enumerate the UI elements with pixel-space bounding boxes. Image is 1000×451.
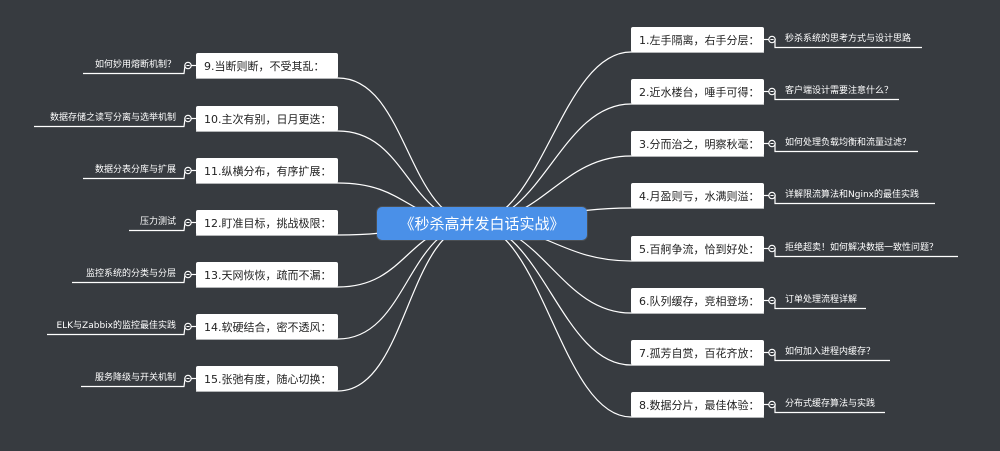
branch-node-11[interactable]: 11.纵横分布，有序扩展： xyxy=(196,158,338,183)
branch-node-5[interactable]: 5.百舸争流，恰到好处： xyxy=(631,236,764,261)
leaf-item-l14[interactable]: ELK与Zabbix的监控最佳实践 xyxy=(56,320,176,331)
leaf-item-r2[interactable]: 客户端设计需要注意什么？ xyxy=(785,85,894,96)
leaf-line-r5 xyxy=(774,248,958,258)
leaf-line-r3 xyxy=(774,143,918,153)
leaf-line-l12 xyxy=(129,222,186,232)
leaf-line-l15 xyxy=(81,378,186,388)
leaf-line-r4 xyxy=(774,195,935,205)
leaf-item-r1[interactable]: 秒杀系统的思考方式与设计思路 xyxy=(785,33,912,44)
branch-line-r7 xyxy=(471,222,632,366)
branch-node-9[interactable]: 9.当断则断，不受其乱： xyxy=(196,53,338,78)
branch-line-l14 xyxy=(337,222,478,340)
branch-node-13[interactable]: 13.天网恢恢，疏而不漏： xyxy=(196,262,338,287)
branch-line-r8 xyxy=(471,222,632,418)
leaf-item-r5[interactable]: 拒绝超卖！如何解决数据一致性问题？ xyxy=(785,242,939,253)
leaf-item-l9[interactable]: 如何妙用熔断机制？ xyxy=(94,59,176,70)
leaf-item-l12[interactable]: 压力测试 xyxy=(139,216,176,227)
leaf-line-r2 xyxy=(774,91,899,101)
branch-node-8[interactable]: 8.数据分片，最佳体验： xyxy=(631,392,764,417)
branch-node-8-label: 8.数据分片，最佳体验： xyxy=(639,398,760,412)
branch-node-4-label: 4.月盈则亏，水满则溢： xyxy=(639,189,760,203)
branch-node-2-label: 2.近水楼台，唾手可得： xyxy=(639,85,760,99)
branch-node-12[interactable]: 12.盯准目标，挑战极限： xyxy=(196,210,338,235)
leaf-line-l14 xyxy=(47,326,186,336)
branch-node-13-label: 13.天网恢恢，疏而不漏： xyxy=(204,268,332,282)
branch-node-12-label: 12.盯准目标，挑战极限： xyxy=(204,216,332,230)
branch-node-2[interactable]: 2.近水楼台，唾手可得： xyxy=(631,79,764,104)
root-node[interactable]: 《秒杀高并发白话实战》 xyxy=(377,207,587,240)
leaf-item-r3[interactable]: 如何处理负载均衡和流量过滤？ xyxy=(785,137,912,148)
branch-node-15-label: 15.张弛有度，随心切换： xyxy=(204,372,332,386)
leaf-item-r8[interactable]: 分布式缓存算法与实践 xyxy=(785,398,876,409)
leaf-line-l11 xyxy=(83,170,186,180)
leaf-item-r7[interactable]: 如何加入进程内缓存？ xyxy=(785,346,876,357)
leaf-line-l13 xyxy=(72,274,186,284)
branch-node-6[interactable]: 6.队列缓存，竞相登场： xyxy=(631,288,764,313)
branch-node-1[interactable]: 1.左手隔离，右手分层： xyxy=(631,27,764,52)
branch-line-r1 xyxy=(471,51,632,224)
leaf-item-l10[interactable]: 数据存储之读写分离与选举机制 xyxy=(49,112,176,123)
branch-node-10-label: 10.主次有别，日月更迭： xyxy=(204,112,332,126)
leaf-line-r1 xyxy=(774,39,922,49)
branch-node-6-label: 6.队列缓存，竞相登场： xyxy=(639,294,760,308)
branch-node-7-label: 7.孤芳自赏，百花齐放： xyxy=(639,346,760,360)
branch-node-1-label: 1.左手隔离，右手分层： xyxy=(639,33,760,47)
leaf-line-l10 xyxy=(34,118,186,128)
branch-node-9-label: 9.当断则断，不受其乱： xyxy=(204,59,325,73)
leaf-line-l9 xyxy=(83,65,186,75)
branch-node-3[interactable]: 3.分而治之，明察秋毫： xyxy=(631,131,764,156)
branch-line-r2 xyxy=(471,103,632,224)
leaf-item-l15[interactable]: 服务降级与开关机制 xyxy=(94,372,176,383)
branch-node-14[interactable]: 14.软硬结合，密不透风： xyxy=(196,314,338,339)
leaf-line-r7 xyxy=(774,352,890,362)
leaf-line-r8 xyxy=(774,404,885,414)
branch-node-4[interactable]: 4.月盈则亏，水满则溢： xyxy=(631,183,764,208)
leaf-item-r6[interactable]: 订单处理流程详解 xyxy=(785,294,858,305)
leaf-item-l11[interactable]: 数据分表分库与扩展 xyxy=(94,164,176,175)
branch-line-l9 xyxy=(337,77,478,224)
branch-node-14-label: 14.软硬结合，密不透风： xyxy=(204,320,332,334)
leaf-line-r6 xyxy=(774,300,866,310)
branch-node-7[interactable]: 7.孤芳自赏，百花齐放： xyxy=(631,340,764,365)
branch-node-10[interactable]: 10.主次有别，日月更迭： xyxy=(196,106,338,131)
root-label: 《秒杀高并发白话实战》 xyxy=(399,215,565,233)
leaf-item-l13[interactable]: 监控系统的分类与分层 xyxy=(85,268,176,279)
branch-node-15[interactable]: 15.张弛有度，随心切换： xyxy=(196,366,338,391)
branch-node-3-label: 3.分而治之，明察秋毫： xyxy=(639,137,760,151)
branch-node-11-label: 11.纵横分布，有序扩展： xyxy=(204,164,332,178)
branch-node-5-label: 5.百舸争流，恰到好处： xyxy=(639,242,760,256)
leaf-item-r4[interactable]: 详解限流算法和Nginx的最佳实践 xyxy=(785,189,919,200)
branch-line-l15 xyxy=(337,222,478,392)
